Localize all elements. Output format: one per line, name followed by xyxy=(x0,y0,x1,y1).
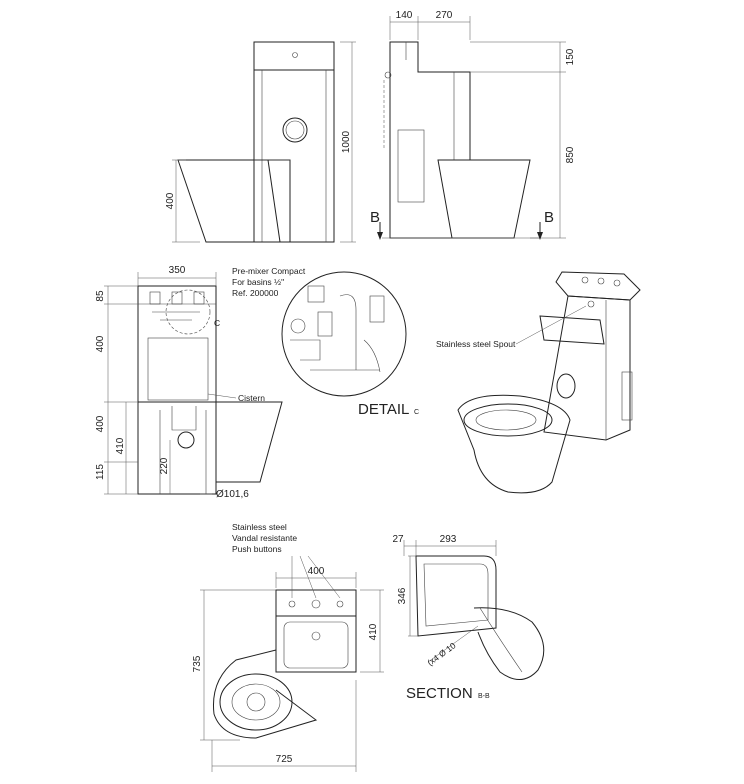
side-dim-850: 850 xyxy=(565,146,576,163)
premixer-line-3: Ref. 200000 xyxy=(232,288,279,298)
plan-dim-410: 410 xyxy=(368,623,379,640)
detail-c-view xyxy=(281,271,407,397)
pushbutton-label-2: Vandal resistante xyxy=(232,533,297,543)
section-dim-293: 293 xyxy=(440,534,457,545)
cut-dim-220: 220 xyxy=(159,457,170,474)
plan-dim-735: 735 xyxy=(192,655,203,672)
front-view xyxy=(172,41,356,243)
cut-dim-400b: 400 xyxy=(95,415,106,432)
pushbutton-label-1: Stainless steel xyxy=(232,522,287,532)
front-dim-400: 400 xyxy=(165,192,176,209)
premixer-line-2: For basins ½" xyxy=(232,277,284,287)
detail-title: DETAIL xyxy=(358,401,409,418)
detail-suffix: C xyxy=(414,409,419,416)
section-dim-27: 27 xyxy=(392,534,404,545)
section-suffix: B-B xyxy=(478,693,490,700)
section-mark-left: B xyxy=(370,209,380,226)
cut-dim-410: 410 xyxy=(115,437,126,454)
cistern-label: Cistern xyxy=(238,393,265,403)
detail-ref-c: C xyxy=(214,318,220,328)
cut-dim-85: 85 xyxy=(95,290,106,302)
cut-dim-350: 350 xyxy=(169,265,186,276)
section-title: SECTION xyxy=(406,685,473,702)
section-view xyxy=(403,540,545,680)
side-dim-150: 150 xyxy=(565,48,576,65)
side-dim-270: 270 xyxy=(436,10,453,21)
cut-dim-115: 115 xyxy=(95,464,106,480)
cut-dim-400a: 400 xyxy=(95,335,106,352)
pushbutton-label-3: Push buttons xyxy=(232,544,282,554)
plan-dim-725: 725 xyxy=(276,754,293,765)
plan-view xyxy=(200,555,384,772)
isometric-view xyxy=(457,271,641,494)
side-view xyxy=(377,16,566,240)
section-mark-right: B xyxy=(544,209,554,226)
cut-dim-pipe: Ø101,6 xyxy=(216,489,249,500)
plan-dim-400: 400 xyxy=(308,566,325,577)
section-dim-346: 346 xyxy=(397,587,408,604)
spout-label: Stainless steel Spout xyxy=(436,339,516,349)
spout-leader xyxy=(515,305,587,345)
premixer-line-1: Pre-mixer Compact xyxy=(232,266,306,276)
section-holes-note: (x4 Ø 10 xyxy=(425,640,457,667)
side-dim-140: 140 xyxy=(396,10,413,21)
cutaway-view xyxy=(104,272,283,495)
front-dim-1000: 1000 xyxy=(341,130,352,153)
